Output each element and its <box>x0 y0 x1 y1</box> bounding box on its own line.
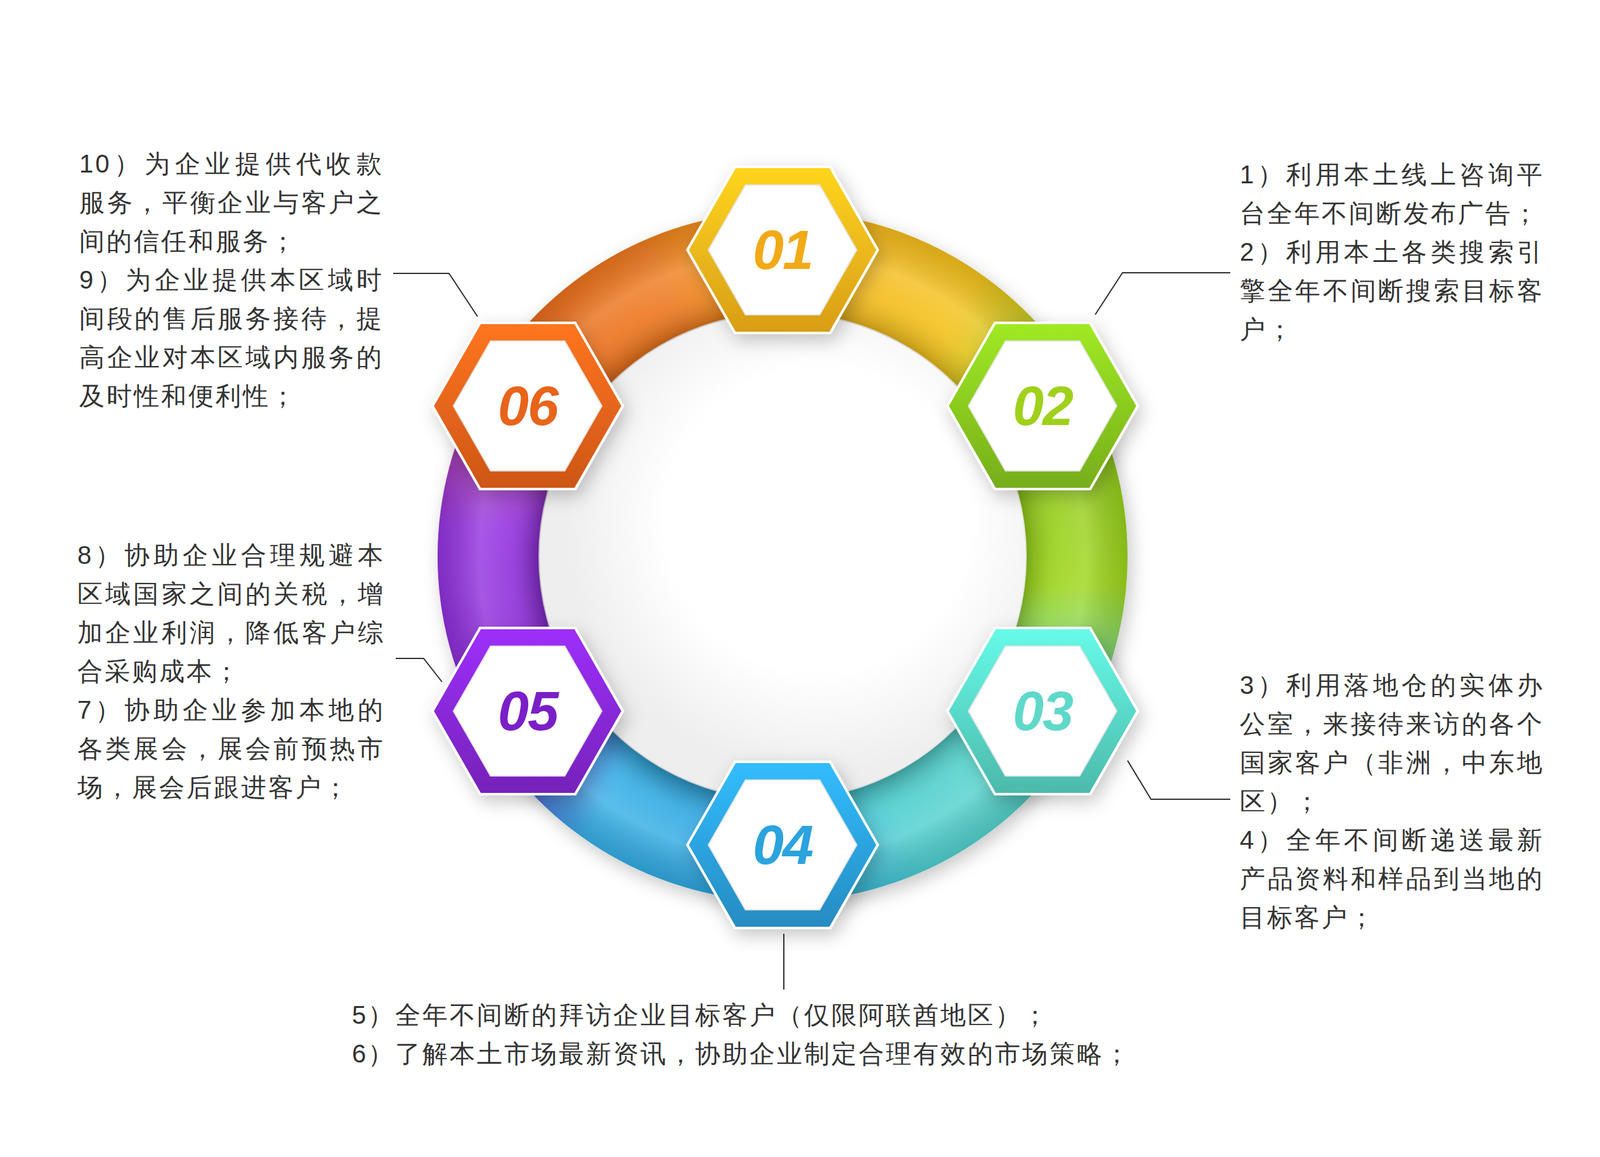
service-item: 7）协助企业参加本地的各类展会，展会前预热市场，展会后跟进客户； <box>77 690 385 807</box>
hexagon-inner <box>968 646 1117 776</box>
leader-line <box>1127 760 1231 800</box>
text-block: 8）协助企业合理规避本区域国家之间的关税，增加企业利润，降低客户综合采购成本；7… <box>77 535 385 807</box>
leader-line <box>395 658 443 682</box>
leader-line <box>393 273 478 317</box>
service-item: 9）为企业提供本区域时间段的售后服务接待，提高企业对本区域内服务的及时性和便利性… <box>79 260 384 416</box>
leader-lines <box>393 272 1231 990</box>
hexagon-outer <box>432 627 623 794</box>
text-block: 5）全年不间断的拜访企业目标客户（仅限阿联酋地区）；6）了解本土市场最新资讯，协… <box>351 995 1190 1074</box>
hexagon-outer <box>947 322 1138 489</box>
text-block: 1）利用本土线上咨询平台全年不间断发布广告；2）利用本土各类搜索引擎全年不间断搜… <box>1239 155 1545 349</box>
hexagon-inner <box>708 780 857 910</box>
service-item: 4）全年不间断递送最新产品资料和样品到当地的目标客户； <box>1239 820 1545 937</box>
step-number: 04 <box>752 816 813 873</box>
service-item: 5）全年不间断的拜访企业目标客户（仅限阿联酋地区）； <box>351 995 1190 1035</box>
hexagon-node: 03 <box>947 627 1138 794</box>
service-item: 3）利用落地仓的实体办公室，来接待来访的各个国家客户（非洲，中东地区）； <box>1239 665 1545 821</box>
text-block: 3）利用落地仓的实体办公室，来接待来访的各个国家客户（非洲，中东地区）；4）全年… <box>1239 665 1545 937</box>
leader-line <box>783 933 785 990</box>
hexagon-inner <box>708 185 857 315</box>
step-number: 01 <box>752 221 813 278</box>
step-number: 05 <box>497 682 558 739</box>
hexagon-node: 01 <box>687 166 878 333</box>
hexagon-inner <box>453 646 602 776</box>
hexagon-inner <box>453 341 602 471</box>
service-item: 6）了解本土市场最新资讯，协助企业制定合理有效的市场策略； <box>351 1034 1190 1074</box>
hexagon-inner <box>968 341 1117 471</box>
step-number: 06 <box>497 377 558 434</box>
hexagon-node: 04 <box>687 761 878 928</box>
hexagon-node: 06 <box>432 322 623 489</box>
hexagon-node: 02 <box>947 322 1138 489</box>
service-item: 8）协助企业合理规避本区域国家之间的关税，增加企业利润，降低客户综合采购成本； <box>77 535 385 691</box>
hexagon-outer <box>432 322 623 489</box>
service-item: 1）利用本土线上咨询平台全年不间断发布广告； <box>1239 155 1545 233</box>
text-block: 10）为企业提供代收款服务，平衡企业与客户之间的信任和服务；9）为企业提供本区域… <box>79 144 384 416</box>
step-number: 03 <box>1012 682 1073 739</box>
step-number: 02 <box>1012 377 1073 434</box>
hexagon-outer <box>947 627 1138 794</box>
hexagon-outer <box>687 166 878 333</box>
service-item: 10）为企业提供代收款服务，平衡企业与客户之间的信任和服务； <box>79 144 384 261</box>
service-item: 2）利用本土各类搜索引擎全年不间断搜索目标客户； <box>1239 232 1545 349</box>
hexagon-node: 05 <box>432 627 623 794</box>
leader-line <box>1095 272 1231 315</box>
hexagon-outer <box>687 761 878 928</box>
